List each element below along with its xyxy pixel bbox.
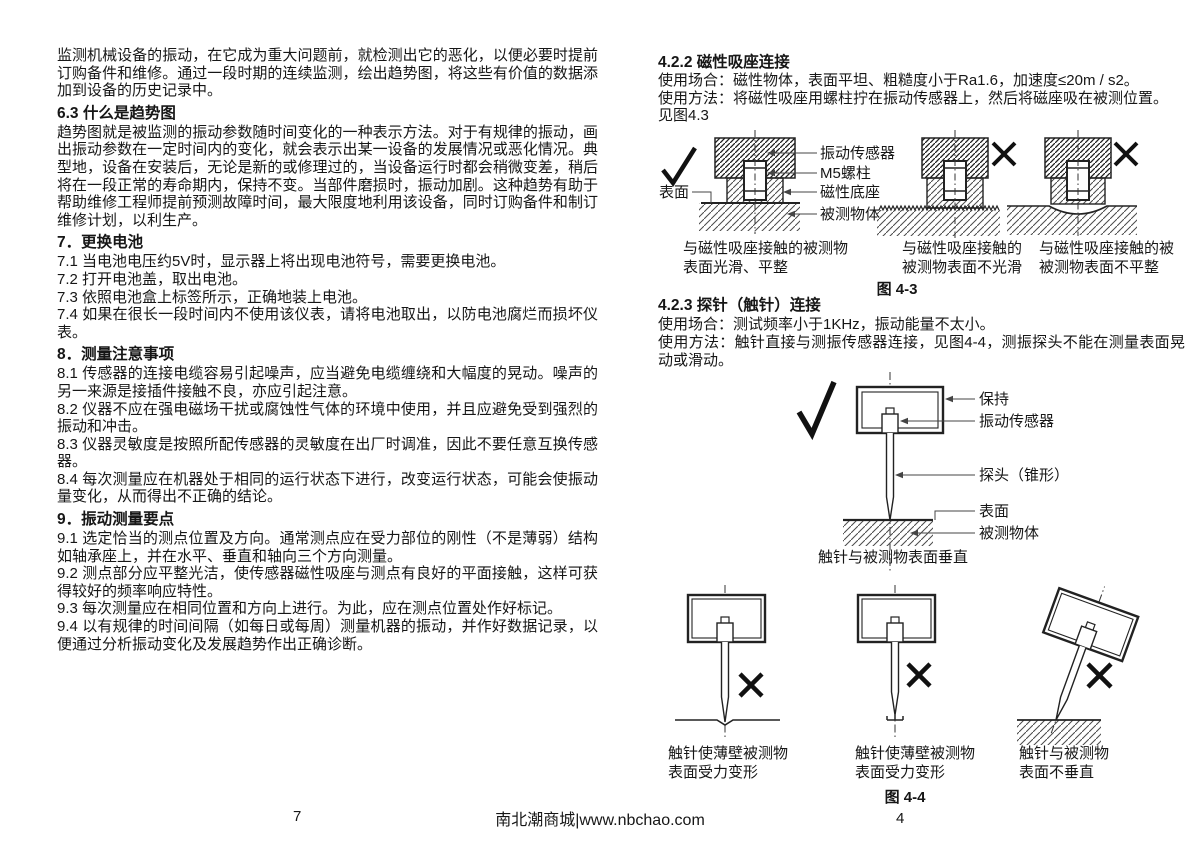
caption-line: 表面受力变形 [668, 763, 759, 781]
left-column: 监测机械设备的振动，在它成为重大问题前，就检测出它的恶化，以便必要时提前订购备件… [57, 47, 598, 653]
figure-4-3-label: 图 4-3 [876, 281, 918, 298]
caption-line: 表面受力变形 [855, 763, 946, 781]
figure-4-3-drawing [661, 130, 1139, 238]
para-9-1: 9.1 选定恰当的测点位置及方向。通常测点应在受力部位的刚性（不是薄弱）结构如轴… [57, 530, 598, 565]
caption-line: 被测物表面不平整 [1039, 258, 1160, 276]
label-object: 被测物体 [979, 525, 1040, 542]
cross-mark-icon [738, 672, 764, 698]
para-423-usage: 使用场合：测试频率小于1KHz，振动能量不太小。 [658, 316, 995, 333]
probe-needle [885, 433, 895, 521]
cross-mark-icon [1086, 662, 1113, 689]
label-screw: M5螺柱 [820, 165, 871, 182]
caption-line: 表面不垂直 [1019, 763, 1095, 781]
heading-6-3: 6.3 什么是趋势图 [57, 104, 176, 122]
para-9-2: 9.2 测点部分应平整光洁，使传感器磁性吸座与测点有良好的平面接触，这样可获得较… [57, 565, 598, 600]
rough-surface [877, 204, 1000, 236]
para-monitoring: 监测机械设备的振动，在它成为重大问题前，就检测出它的恶化，以便必要时提前订购备件… [57, 47, 598, 100]
label-hold: 保持 [979, 391, 1010, 408]
figure-probe-correct: 保持 振动传感器 探头（锥形） 表面 被测物体 触针与被测物表面垂直 [655, 372, 1200, 585]
right-column: 4.2.2 磁性吸座连接 使用场合：磁性物体，表面平坦、粗糙度小于Ra1.6，加… [655, 0, 1200, 848]
measured-object [699, 202, 800, 231]
deformed-wall [886, 715, 904, 721]
caption-deform-2: 触针使薄壁被测物 表面受力变形 [855, 745, 975, 782]
leader-lines [692, 152, 817, 215]
caption-not-smooth: 与磁性吸座接触的 被测物表面不光滑 [902, 240, 1022, 277]
figure-4-4-drawing [675, 585, 1140, 745]
heading-8-notes: 8．测量注意事项 [57, 346, 175, 364]
caption-line: 被测物表面不光滑 [902, 258, 1023, 276]
tilted-probe [1041, 586, 1140, 734]
label-sensor: 振动传感器 [979, 413, 1055, 430]
page-number-left: 7 [293, 808, 302, 825]
label-surface: 表面 [979, 503, 1010, 520]
figure-4-4: 触针使薄壁被测物 表面受力变形 触针使薄壁被测物 表面受力变形 触针与被测物 表… [655, 585, 1200, 806]
para-7-1: 7.1 当电池电压约5V时，显示器上将出现电池符号，需要更换电池。 [57, 253, 506, 271]
caption-deform-1: 触针使薄壁被测物 表面受力变形 [668, 745, 788, 782]
cross-mark-icon [906, 662, 932, 688]
para-8-4: 8.4 每次测量应在机器处于相同的运行状态下进行，改变运行状态，可能会使振动量变… [57, 470, 598, 506]
label-base: 磁性底座 [820, 184, 881, 201]
para-8-3: 8.3 仪器灵敏度是按照所配传感器的灵敏度在出厂时调准，因此不要任意互换传感器。 [57, 435, 598, 471]
para-trend-chart: 趋势图就是被监测的振动参数随时间变化的一种表示方法。对于有规律的振动，画出振动参… [57, 123, 598, 229]
para-422-usage: 使用场合：磁性物体，表面平坦、粗糙度小于Ra1.6，加速度≤20m / s2。 [658, 72, 1139, 89]
check-mark-icon [796, 380, 837, 441]
cross-mark-icon [991, 141, 1017, 167]
label-probe: 探头（锥形） [979, 467, 1070, 484]
check-mark-icon [661, 146, 697, 187]
footer-site: 南北潮商城|www.nbchao.com [495, 812, 705, 829]
holder-rect [855, 385, 945, 435]
heading-4-2-3: 4.2.3 探针（触针）连接 [658, 297, 821, 314]
heading-4-2-2: 4.2.2 磁性吸座连接 [658, 54, 790, 71]
measured-object [1017, 719, 1101, 745]
para-9-3: 9.3 每次测量应在相同位置和方向上进行。为此，应在测点位置处作好标记。 [57, 600, 563, 618]
caption-line: 触针使薄壁被测物 [855, 745, 976, 762]
figure-4-4-label: 图 4-4 [884, 789, 926, 806]
leader-arrows [895, 395, 953, 537]
heading-9-points: 9．振动测量要点 [57, 511, 175, 529]
para-422-method: 使用方法：将磁性吸座用螺柱拧在振动传感器上，然后将磁座吸在被测位置。 [658, 90, 1169, 107]
para-423-method: 使用方法：触针直接与测振传感器连接，见图4-4，测振探头不能在测量表面晃动或滑动… [658, 334, 1185, 369]
heading-7-battery: 7．更换电池 [57, 234, 144, 252]
para-9-4: 9.4 以有规律的时间间隔（如每日或每周）测量机器的振动，并作好数据记录，以便通… [57, 618, 598, 653]
caption-line: 与磁性吸座接触的被测物 [683, 240, 849, 257]
caption-line: 与磁性吸座接触的 [902, 240, 1023, 257]
para-8-1: 8.1 传感器的连接电缆容易引起噪声，应当避免电缆缠绕和大幅度的晃动。噪声的另一… [57, 365, 598, 400]
caption-line: 表面光滑、平整 [683, 258, 789, 276]
caption-line: 触针与被测物 [1019, 745, 1110, 762]
figure-4-3: 表面 振动传感器 M5螺柱 磁性底座 被测物体 与磁性吸座接触的被测物 表面光滑… [655, 128, 1200, 298]
para-8-2: 8.2 仪器不应在强电磁场干扰或腐蚀性气体的环境中使用，并且应避免受到强烈的振动… [57, 400, 598, 436]
label-sensor: 振动传感器 [820, 145, 896, 162]
probe-needle [720, 642, 730, 723]
page-number-right: 4 [896, 810, 905, 827]
probe-drawing [796, 372, 975, 572]
leader-arrows [767, 149, 795, 218]
leader-lines [899, 398, 975, 534]
para-7-3: 7.3 依照电池盒上标签所示，正确地装上电池。 [57, 288, 368, 306]
label-surface: 表面 [659, 184, 690, 201]
uneven-surface [1007, 205, 1137, 235]
caption-line: 与磁性吸座接触的被 [1039, 240, 1175, 257]
caption-not-vertical: 触针与被测物 表面不垂直 [1019, 745, 1109, 782]
para-7-4: 7.4 如果在很长一段时间内不使用该仪表，请将电池取出，以防电池腐烂而损坏仪表。 [57, 306, 598, 341]
caption-vertical: 触针与被测物表面垂直 [818, 549, 969, 566]
caption-not-flat: 与磁性吸座接触的被 被测物表面不平整 [1039, 240, 1174, 277]
para-422-seefig: 见图4.3 [658, 107, 709, 124]
para-7-2: 7.2 打开电池盖，取出电池。 [57, 270, 248, 288]
label-object: 被测物体 [820, 206, 881, 223]
probe-needle [890, 642, 900, 716]
thin-wall-surface [675, 719, 780, 726]
cross-mark-icon [1113, 141, 1139, 167]
caption-smooth: 与磁性吸座接触的被测物 表面光滑、平整 [683, 240, 848, 277]
caption-line: 触针使薄壁被测物 [668, 745, 789, 762]
